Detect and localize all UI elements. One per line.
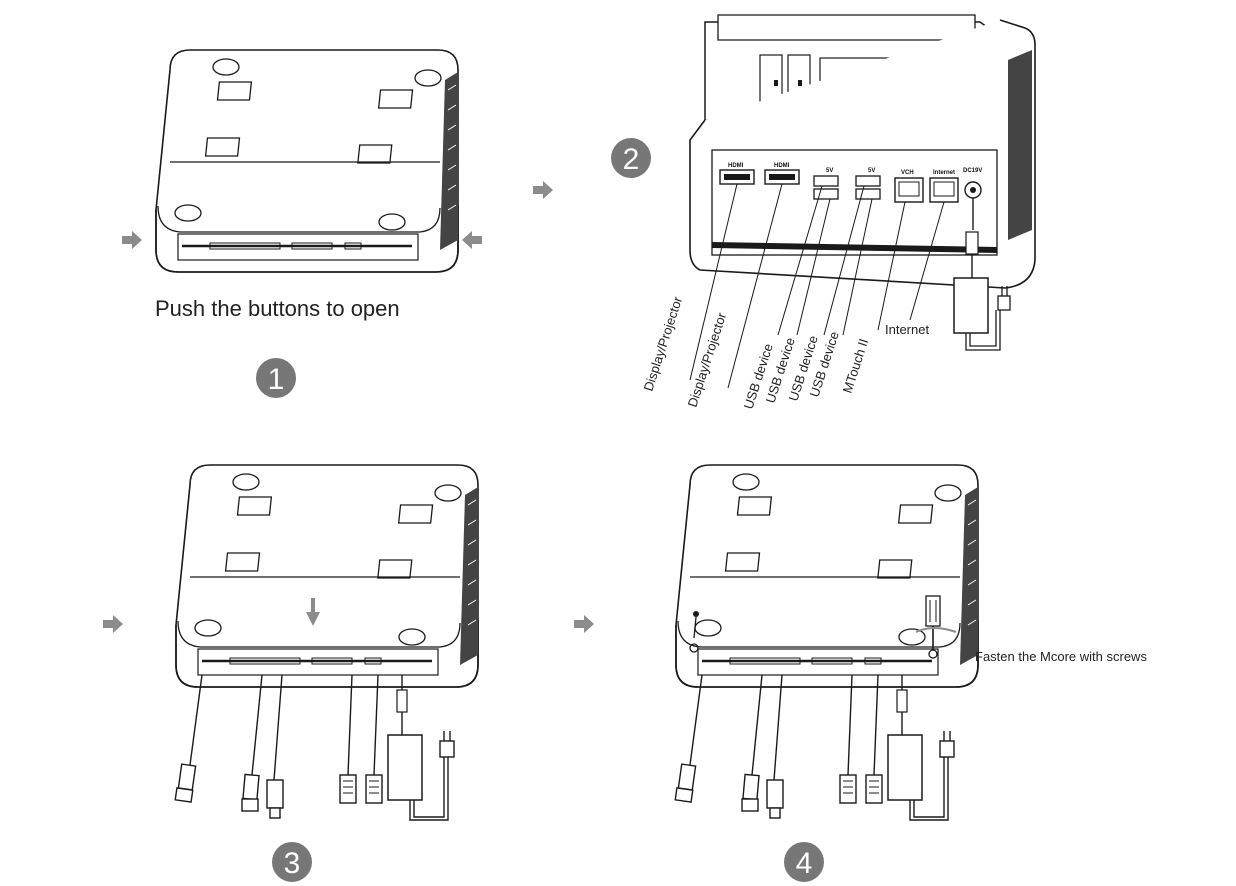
svg-text:4: 4 [796, 847, 813, 880]
step-arrow-3 [103, 615, 123, 633]
svg-text:2: 2 [623, 143, 640, 176]
connection-internet: Internet [885, 322, 929, 337]
step-arrow-2 [533, 181, 553, 199]
push-arrow-right [462, 231, 482, 249]
connection-display-projector-2: Display/Projector [685, 310, 730, 409]
connection-display-projector-1: Display/Projector [641, 294, 686, 393]
connection-mtouch: MTouch II [840, 337, 872, 395]
step-4-illustration [674, 463, 980, 821]
push-arrow-left [122, 231, 142, 249]
step-1-caption: Push the buttons to open [155, 296, 400, 321]
step-3-illustration [174, 463, 480, 821]
step-2-illustration: HDMI HDMI 5V 5V VCH Internet DC19V [689, 14, 1036, 389]
port-label-usb-1: 5V [826, 168, 833, 174]
port-label-dc: DC19V [963, 168, 982, 174]
step-2-badge: 2 [611, 138, 651, 178]
step-4-badge: 4 [784, 842, 824, 882]
step-1-badge: 1 [256, 358, 296, 398]
step-1-illustration [122, 48, 482, 274]
step-3-badge: 3 [272, 842, 312, 882]
port-label-vch: VCH [901, 170, 914, 176]
port-label-hdmi-1: HDMI [728, 163, 744, 169]
port-label-usb-2: 5V [868, 168, 875, 174]
port-label-hdmi-2: HDMI [774, 163, 790, 169]
port-label-internet: Internet [933, 170, 955, 176]
svg-text:1: 1 [268, 363, 285, 396]
svg-text:3: 3 [284, 847, 301, 880]
step-arrow-4 [574, 615, 594, 633]
step-4-caption: Fasten the Mcore with screws [975, 649, 1147, 664]
